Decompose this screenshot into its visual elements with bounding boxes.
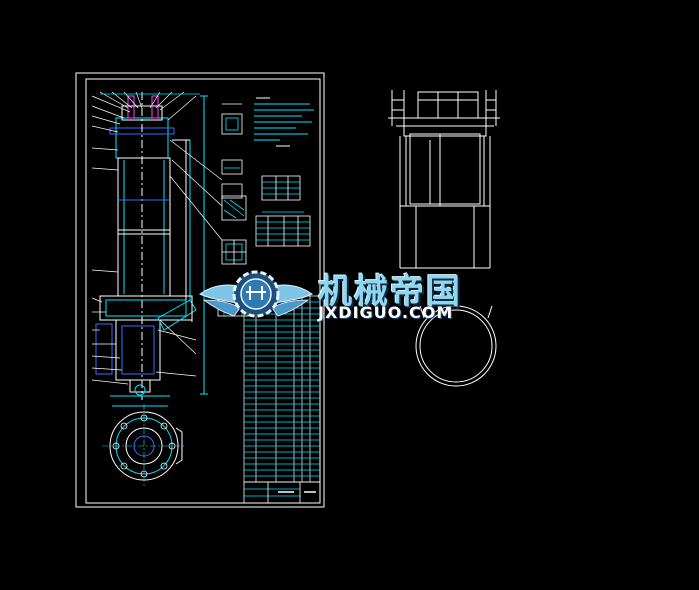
watermark-brand-en: JXDIGUO.COM [318,303,454,322]
nozzle-table [261,175,301,201]
characteristics-table [255,211,311,247]
title-block [243,481,321,504]
side-elevation-view [388,90,500,387]
watermark-brand-cn: 机械帝国 [318,272,462,312]
leader-lines-left [91,95,131,385]
leader-lines-right [155,139,223,377]
sheet-inner-border [85,78,321,504]
sheet-outer-border [75,72,325,508]
technical-notes [254,97,314,147]
gear-wings-logo-icon [199,270,313,318]
column-assembly [95,92,208,407]
drawing-sheet [75,72,325,508]
leader-lines-top [99,91,200,121]
flange-top-view [102,404,186,488]
